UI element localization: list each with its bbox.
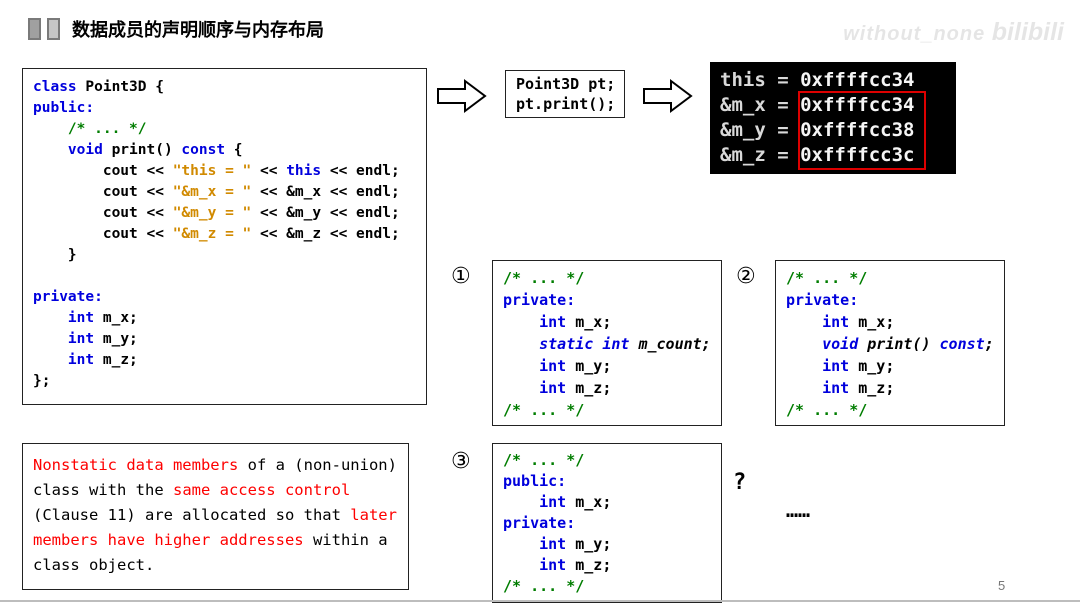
code-line: int m_z; — [539, 556, 612, 574]
console-output-lines: this = 0xffffcc34&m_x = 0xffffcc34&m_y =… — [720, 68, 946, 168]
slide-header: 数据成员的声明顺序与内存布局 — [28, 16, 324, 42]
code-line: /* ... */ — [503, 451, 585, 469]
title-bar-icon — [28, 18, 41, 40]
code-line: &m_x = 0xffffcc34 — [720, 94, 915, 116]
console-output-panel: this = 0xffffcc34&m_x = 0xffffcc34&m_y =… — [710, 62, 956, 174]
variant-code-block-2: /* ... */ private: int m_x; void print() … — [775, 260, 1005, 426]
code-line: int m_x; — [822, 313, 895, 331]
code-line: cout << "&m_x = " << &m_x << endl; — [33, 184, 400, 200]
code-line: static int m_count; — [539, 335, 711, 353]
code-line: /* ... */ — [67, 121, 147, 137]
code-line: /* ... */ — [503, 401, 585, 419]
code-line: private: — [33, 289, 103, 305]
title-decoration-icon — [28, 18, 60, 40]
flow-arrow-icon — [437, 79, 487, 113]
snippet-number-3: ③ — [451, 449, 471, 474]
code-line: class Point3D { — [33, 79, 164, 95]
code-line: &m_y = 0xffffcc38 — [720, 119, 915, 141]
code-line: this = 0xffffcc34 — [720, 69, 915, 91]
code-line: cout << "&m_z = " << &m_z << endl; — [33, 226, 400, 242]
snippet-number-1: ① — [451, 264, 471, 289]
watermark-text: without_none — [843, 23, 986, 45]
code-line: private: — [503, 291, 576, 309]
code-line — [33, 266, 416, 287]
code-line: &m_z = 0xffffcc3c — [720, 144, 915, 166]
code-line: int m_x; — [539, 313, 612, 331]
usage-code-block: Point3D pt; pt.print(); — [505, 70, 625, 118]
variant-code-block-3: /* ... */ public: int m_x; private: int m_… — [492, 443, 722, 603]
class-definition-code-block: class Point3D { public: /* ... */ void pr… — [22, 68, 427, 405]
code-line: void print() const; — [822, 335, 994, 353]
code-line: /* ... */ — [503, 269, 585, 287]
divider — [0, 600, 1080, 602]
variant-code-block-1: /* ... */ private: int m_x; static int m_… — [492, 260, 722, 426]
code-line: } — [33, 247, 77, 263]
code-line: void print() const { — [67, 142, 243, 158]
page-number: 5 — [998, 578, 1006, 593]
code-line: cout << "&m_y = " << &m_y << endl; — [33, 205, 400, 221]
code-line: }; — [33, 373, 51, 389]
code-line: cout << "this = " << this << endl; — [33, 163, 400, 179]
code-line: public: — [33, 100, 95, 116]
code-line: int m_z; — [539, 379, 612, 397]
code-line: pt.print(); — [516, 95, 616, 113]
code-line: /* ... */ — [503, 577, 585, 595]
address-highlight-box — [798, 91, 926, 170]
code-line: /* ... */ — [786, 269, 868, 287]
flow-arrow-icon — [643, 79, 693, 113]
code-line: private: — [786, 291, 859, 309]
code-line: int m_z; — [822, 379, 895, 397]
code-line: public: — [503, 472, 567, 490]
code-line: int m_y; — [539, 535, 612, 553]
ellipsis: …… — [786, 498, 811, 522]
code-line: int m_y; — [822, 357, 895, 375]
code-line: private: — [503, 514, 576, 532]
code-line: Point3D pt; — [516, 75, 616, 93]
standard-quote-block: Nonstatic data members of a (non-union) … — [22, 443, 409, 590]
code-line: int m_y; — [539, 357, 612, 375]
title-bar-icon — [47, 18, 60, 40]
question-mark: ? — [733, 470, 747, 495]
code-line: int m_x; — [539, 493, 612, 511]
code-line: int m_y; — [67, 331, 138, 347]
watermark: without_none bilibili — [843, 18, 1064, 47]
code-line: int m_x; — [67, 310, 138, 326]
bilibili-logo: bilibili — [991, 18, 1064, 46]
snippet-number-2: ② — [736, 264, 756, 289]
code-line: /* ... */ — [786, 401, 868, 419]
code-line: int m_z; — [67, 352, 138, 368]
page-title: 数据成员的声明顺序与内存布局 — [72, 20, 324, 40]
